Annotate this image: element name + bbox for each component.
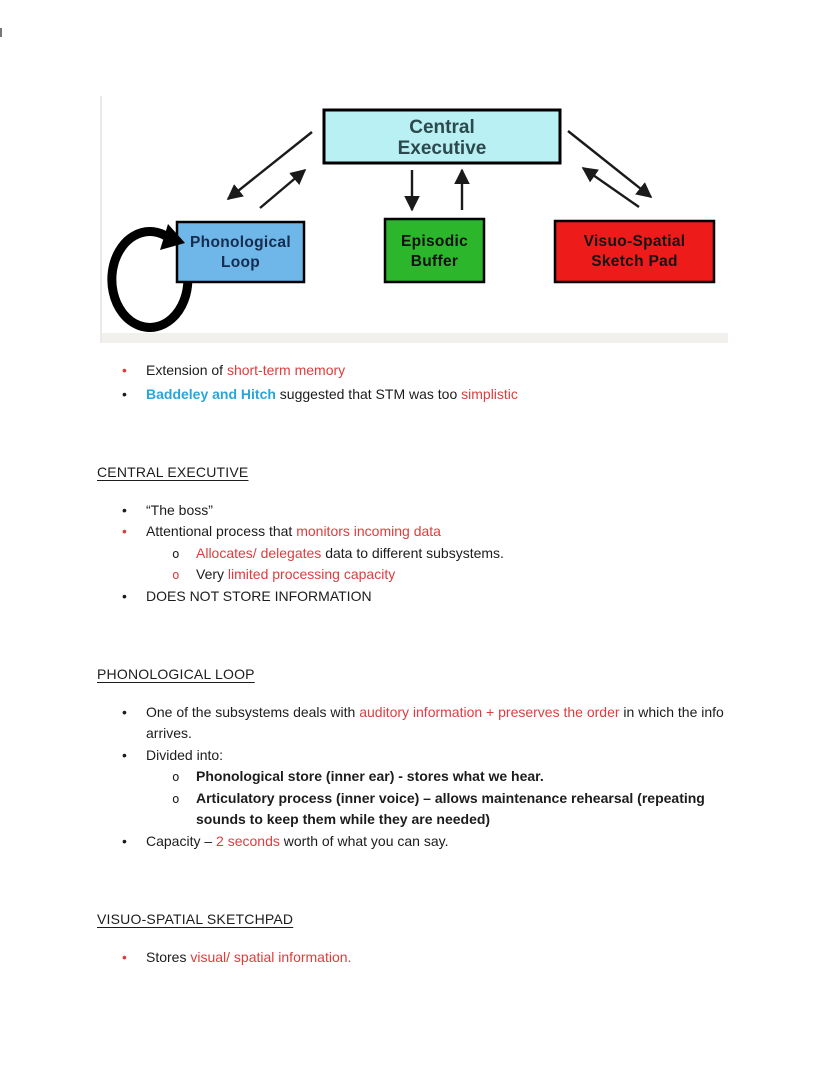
text-segment: Attentional process that	[146, 523, 297, 539]
text-segment: Very	[196, 566, 228, 582]
note-section: VISUO-SPATIAL SKETCHPAD • Stores visual/ s…	[97, 909, 736, 968]
text-segment: Allocates/ delegates	[196, 544, 322, 561]
bullet-text: One of the subsystems deals with auditor…	[146, 702, 736, 745]
bullet-marker: o	[172, 769, 180, 784]
central-executive-label-line1: Central	[409, 117, 474, 138]
episodic-buffer-label-line2: Buffer	[411, 253, 458, 270]
bullet-marker: •	[122, 362, 127, 378]
rehearsal-loop-arrowhead-icon	[160, 224, 185, 250]
bullet-item: • Extension of short-term memory	[97, 360, 736, 382]
visuo-spatial-label-line1: Visuo-Spatial	[584, 233, 686, 250]
text-segment: limited processing capacity	[227, 566, 396, 582]
central-executive-label-line2: Executive	[398, 138, 487, 159]
text-segment: data to different subsystems.	[321, 544, 504, 561]
bullet-item: • Capacity – 2 seconds worth of what you …	[97, 831, 736, 853]
text-segment: worth of what you can say.	[279, 832, 449, 849]
bullet-item: • Attentional process that monitors incom…	[97, 521, 736, 543]
bullet-marker: o	[172, 790, 180, 806]
bullet-text: Allocates/ delegates data to different s…	[196, 543, 736, 565]
rehearsal-loop-arrow	[107, 227, 193, 332]
arrow-ce-to-phonological	[226, 131, 313, 200]
text-segment: visual/ spatial information.	[190, 948, 352, 965]
note-section: • Extension of short-term memory • Baddeley…	[97, 360, 736, 405]
text-segment: suggested that STM was too	[275, 385, 462, 402]
bullet-item: • One of the subsystems deals with audito…	[97, 702, 736, 745]
text-segment: Divided into:	[146, 746, 224, 763]
central-executive-box	[322, 108, 562, 165]
text-segment: in which the info arrives.	[146, 703, 724, 742]
phonological-loop-box	[175, 220, 306, 284]
text-segment: short-term memory	[226, 362, 346, 378]
text-segment: auditory information + preserves the ord…	[359, 703, 620, 720]
text-segment: Phonological store (inner ear) - stores …	[196, 768, 544, 784]
text-segment: Baddeley and Hitch	[146, 385, 276, 402]
bullet-item: o Articulatory process (inner voice) – al…	[97, 788, 736, 831]
text-segment: Articulatory process (inner voice) – all…	[196, 789, 705, 828]
notes: • Extension of short-term memory • Baddeley…	[97, 343, 736, 968]
episodic-buffer-label-line1: Episodic	[401, 233, 468, 250]
text-segment: simplistic	[461, 385, 518, 402]
note-section: CENTRAL EXECUTIVE • “The boss” • Attentional…	[97, 462, 736, 607]
bullet-marker: •	[122, 948, 127, 965]
bullet-marker: •	[122, 523, 127, 539]
bullet-item: o Phonological store (inner ear) - stores…	[97, 766, 736, 788]
text-segment: “The boss”	[146, 501, 213, 518]
phonological-loop-label-line2: Loop	[221, 254, 260, 271]
bullet-text: Articulatory process (inner voice) – all…	[196, 788, 736, 831]
bullet-item: • Baddeley and Hitch suggested that STM w…	[97, 384, 736, 406]
arrow-phonological-to-ce	[259, 168, 307, 209]
bullet-text: Very limited processing capacity	[196, 564, 736, 586]
bullet-text: Attentional process that monitors incomi…	[146, 521, 736, 543]
bullet-marker: o	[172, 545, 180, 561]
bullet-marker: •	[122, 501, 127, 518]
bullet-text: “The boss”	[146, 500, 736, 522]
bullet-item: • Stores visual/ spatial information.	[97, 947, 736, 969]
bullet-marker: •	[122, 385, 127, 402]
text-segment: Stores	[146, 948, 191, 965]
bullet-text: Capacity – 2 seconds worth of what you c…	[146, 831, 736, 853]
note-section: PHONOLOGICAL LOOP • One of the subsystems …	[97, 664, 736, 852]
episodic-buffer-box	[383, 217, 486, 284]
visuo-spatial-label-line2: Sketch Pad	[591, 253, 678, 270]
section-heading: PHONOLOGICAL LOOP	[97, 666, 255, 682]
text-segment: Extension of	[146, 362, 227, 378]
diagram-image-bottom-edge	[102, 333, 728, 343]
bullet-marker: •	[122, 832, 127, 849]
text-segment: Capacity –	[146, 832, 217, 849]
text-segment: DOES NOT STORE INFORMATION	[146, 587, 372, 604]
bullet-marker: o	[172, 567, 180, 582]
bullet-text: Baddeley and Hitch suggested that STM wa…	[146, 384, 736, 406]
text-segment: monitors incoming data	[296, 523, 441, 539]
bullet-marker: •	[122, 703, 127, 720]
section-heading: VISUO-SPATIAL SKETCHPAD	[97, 911, 294, 927]
arrow-ce-to-visuospatial	[567, 130, 653, 198]
bullet-marker: •	[122, 587, 127, 604]
bullet-item: o Very limited processing capacity	[97, 564, 736, 586]
working-memory-model-svg: Central Executive Phonological Loop Epis…	[107, 108, 716, 332]
text-segment: One of the subsystems deals with	[146, 703, 360, 720]
section-heading: CENTRAL EXECUTIVE	[97, 464, 249, 480]
bullet-item: o Allocates/ delegates data to different …	[97, 543, 736, 565]
text-segment: 2 seconds	[216, 832, 280, 849]
bullet-item: • Divided into:	[97, 745, 736, 767]
arrow-visuospatial-to-ce	[581, 167, 640, 208]
working-memory-diagram: Central Executive Phonological Loop Epis…	[100, 96, 728, 343]
bullet-text: Divided into:	[146, 745, 736, 767]
visuo-spatial-box	[553, 219, 716, 284]
edge-artifact	[0, 28, 2, 37]
bullet-marker: •	[122, 746, 127, 763]
bullet-item: • “The boss”	[97, 500, 736, 522]
bullet-text: Phonological store (inner ear) - stores …	[196, 766, 736, 788]
bullet-item: • DOES NOT STORE INFORMATION	[97, 586, 736, 608]
bullet-text: DOES NOT STORE INFORMATION	[146, 586, 736, 608]
bullet-text: Extension of short-term memory	[146, 360, 736, 382]
phonological-loop-label-line1: Phonological	[190, 234, 291, 251]
bullet-text: Stores visual/ spatial information.	[146, 947, 736, 969]
